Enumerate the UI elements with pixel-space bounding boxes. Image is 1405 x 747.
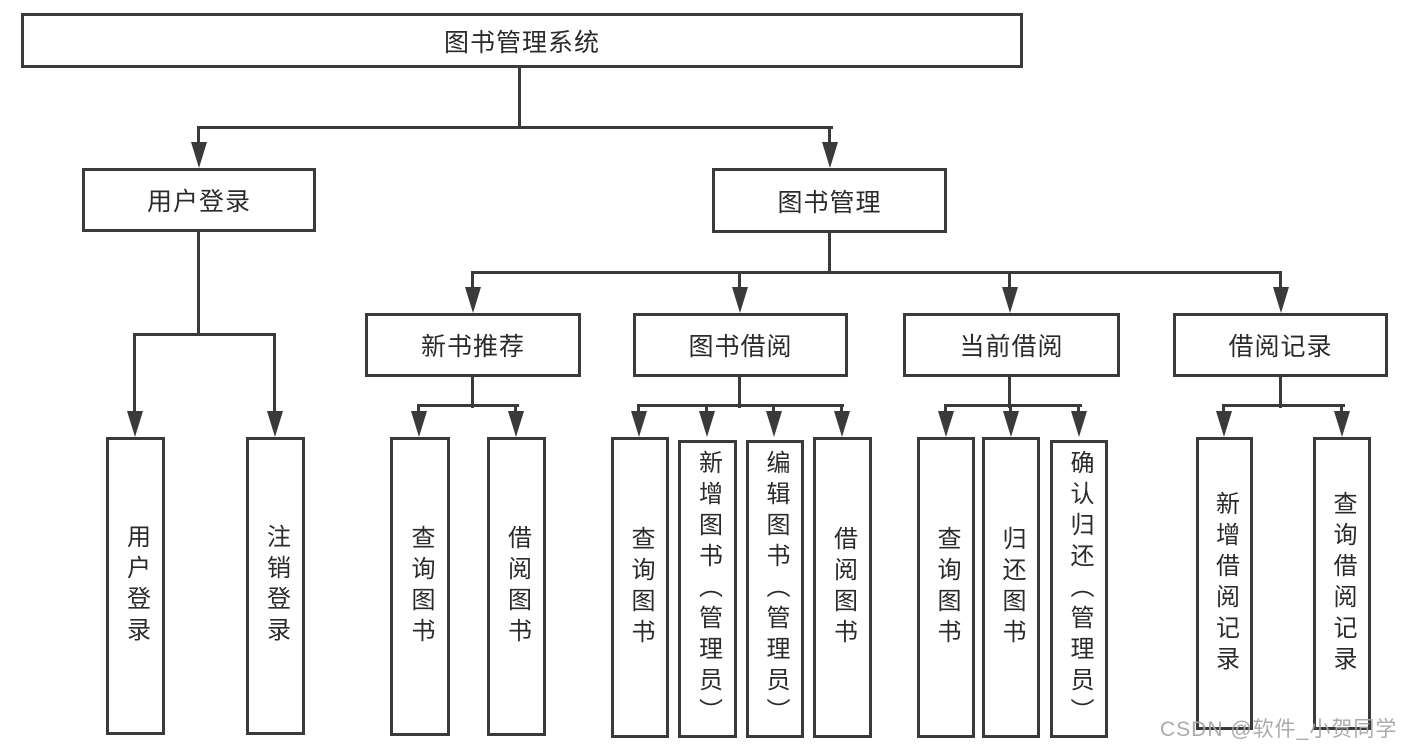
connector-borrow-stem [738, 375, 741, 408]
connector-userlogin-bar [133, 333, 276, 336]
leaf-user-login: 用户登录 [106, 437, 165, 735]
connector-current-drop [1077, 404, 1080, 414]
node-borrowing-records: 借阅记录 [1173, 313, 1388, 377]
connector-newbook-drop [514, 404, 517, 414]
arrow-down-icon [631, 411, 647, 437]
arrow-down-icon [508, 411, 524, 437]
connector-newbook-stem [471, 375, 474, 408]
leaf-query-books: 查询图书 [390, 437, 450, 736]
arrow-down-icon [822, 142, 838, 168]
connector-records-bar [1222, 404, 1345, 407]
node-book-management: 图书管理 [712, 168, 947, 233]
arrow-down-icon [834, 411, 850, 437]
node-library-management-system: 图书管理系统 [21, 13, 1023, 68]
connector-current-bar [944, 404, 1082, 407]
arrow-down-icon [766, 411, 782, 437]
arrow-down-icon [191, 142, 207, 168]
connector-current-drop [1009, 404, 1012, 414]
csdn-watermark: CSDN @软件_小贺同学 [1160, 718, 1398, 741]
connector-borrow-drop [705, 404, 708, 414]
connector-root-bar [197, 126, 833, 129]
arrow-down-icon [938, 411, 954, 437]
connector-root-drop-right [828, 126, 831, 144]
leaf-confirm-return-admin: 确认归还（管理员） [1050, 440, 1108, 738]
node-book-borrowing: 图书借阅 [633, 313, 848, 377]
node-new-book-recommendation: 新书推荐 [365, 313, 581, 377]
connector-records-drop [1222, 404, 1225, 414]
connector-root-stem [518, 66, 521, 129]
arrow-down-icon [411, 411, 427, 437]
leaf-query-borrow-record: 查询借阅记录 [1313, 437, 1371, 730]
connector-borrow-drop [637, 404, 640, 414]
arrow-down-icon [1003, 411, 1019, 437]
leaf-add-books-admin: 新增图书（管理员） [678, 440, 737, 738]
arrow-down-icon [465, 287, 481, 313]
connector-bookmgmt-drop [1008, 271, 1011, 289]
connector-userlogin-stem [197, 230, 200, 336]
connector-userlogin-drop [273, 333, 276, 413]
arrow-down-icon [1273, 287, 1289, 313]
leaf-return-books: 归还图书 [982, 437, 1040, 738]
connector-newbook-bar [417, 404, 519, 407]
arrow-down-icon [1071, 411, 1087, 437]
connector-bookmgmt-drop [1279, 271, 1282, 289]
arrow-down-icon [732, 287, 748, 313]
connector-bookmgmt-drop [738, 271, 741, 289]
arrow-down-icon [699, 411, 715, 437]
leaf-query-books: 查询图书 [611, 437, 669, 738]
leaf-edit-books-admin: 编辑图书（管理员） [746, 440, 804, 738]
connector-borrow-drop [840, 404, 843, 414]
connector-root-drop-left [197, 126, 200, 144]
leaf-add-borrow-record: 新增借阅记录 [1196, 437, 1253, 730]
leaf-query-books: 查询图书 [917, 437, 975, 738]
node-user-login: 用户登录 [82, 168, 316, 232]
connector-borrow-drop [772, 404, 775, 414]
connector-bookmgmt-stem [828, 231, 831, 274]
leaf-logout-login: 注销登录 [246, 437, 305, 735]
arrow-down-icon [1002, 287, 1018, 313]
connector-records-stem [1279, 374, 1282, 408]
connector-records-drop [1340, 404, 1343, 414]
arrow-down-icon [1334, 411, 1350, 437]
connector-borrow-bar [637, 404, 844, 407]
connector-newbook-drop [417, 404, 420, 414]
node-current-borrowing: 当前借阅 [903, 313, 1120, 377]
leaf-borrow-books: 借阅图书 [813, 437, 872, 738]
connector-userlogin-drop [133, 333, 136, 413]
arrow-down-icon [267, 411, 283, 437]
connector-current-drop [944, 404, 947, 414]
connector-bookmgmt-bar [471, 271, 1282, 274]
connector-current-stem [1008, 375, 1011, 408]
connector-bookmgmt-drop [471, 271, 474, 289]
arrow-down-icon [127, 411, 143, 437]
arrow-down-icon [1216, 411, 1232, 437]
leaf-borrow-books: 借阅图书 [487, 437, 546, 736]
